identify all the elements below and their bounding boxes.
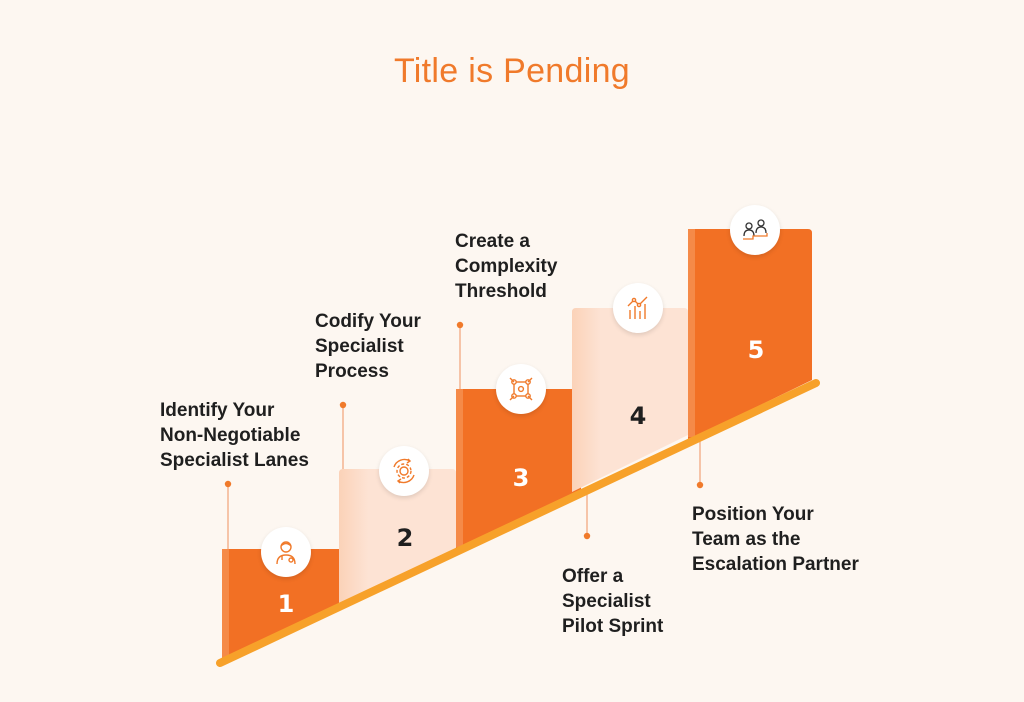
step-5-icon: [730, 205, 780, 255]
page-title: Title is Pending: [394, 52, 630, 90]
partner-people-icon: [743, 219, 768, 240]
step-4-number: 4: [630, 402, 647, 430]
connector-lines: [224, 321, 704, 550]
step-4-block: [572, 308, 688, 492]
step-1-number: 1: [278, 590, 295, 618]
step-1-icon: [261, 527, 311, 577]
chart-growth-icon: [627, 296, 648, 319]
step-3-label: Create a Complexity Threshold: [455, 231, 558, 302]
step-2-number: 2: [397, 524, 414, 552]
step-2-block: [339, 469, 456, 606]
step-1-block: [222, 549, 348, 662]
step-5-block: [688, 229, 812, 440]
step-4-label: Offer a Specialist Pilot Sprint: [562, 566, 664, 637]
step-3-edge: [456, 389, 463, 547]
step-4-icon: [613, 283, 663, 333]
step-1-edge: [222, 549, 229, 659]
step-5-edge: [688, 229, 695, 437]
step-2-icon: [379, 446, 429, 496]
step-1-label: Identify Your Non-Negotiable Specialist …: [160, 400, 309, 471]
step-5-label: Position Your Team as the Escalation Par…: [692, 504, 859, 575]
step-5-number: 5: [748, 336, 765, 364]
process-gear-icon: [393, 458, 415, 484]
step-3-block: [456, 389, 581, 551]
step-2-label: Codify Your Specialist Process: [315, 311, 421, 382]
step-3-icon: [496, 364, 546, 414]
specialist-person-icon: [276, 541, 296, 565]
staircase-baseline: [216, 379, 820, 667]
network-cube-icon: [509, 377, 533, 401]
step-3-number: 3: [513, 464, 530, 492]
